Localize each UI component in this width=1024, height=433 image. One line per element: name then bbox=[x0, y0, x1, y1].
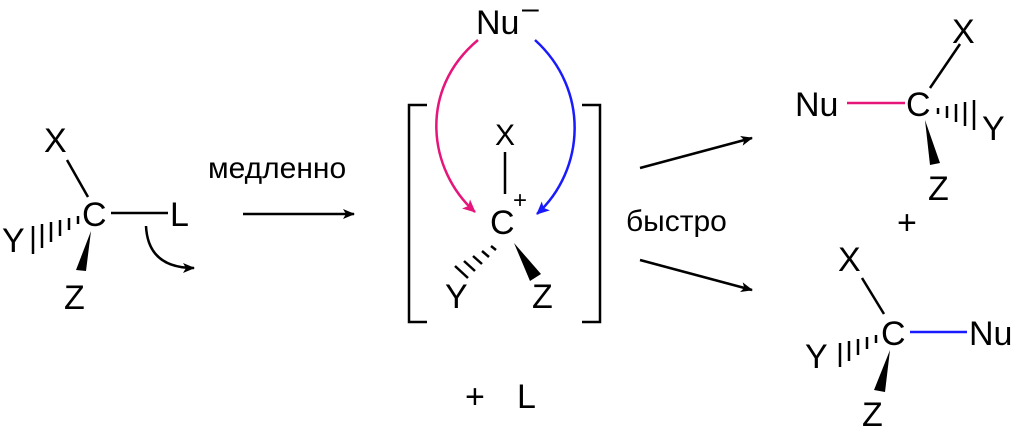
intermediate-wedge-bond-c-z bbox=[514, 243, 541, 281]
product1-c-label: C bbox=[906, 86, 931, 124]
reactant-molecule: X C L Y Z bbox=[2, 122, 195, 317]
reactant-l-label: L bbox=[170, 196, 189, 234]
reactant-z-label: Z bbox=[64, 279, 85, 317]
product2-nu-label: Nu bbox=[969, 315, 1012, 353]
fast-step-arrow-upper bbox=[639, 136, 753, 170]
product1-x-label: X bbox=[952, 13, 975, 51]
product1-wedge-bond-c-z bbox=[925, 120, 940, 165]
product2-y-label: Y bbox=[805, 338, 828, 376]
leaving-group-arrow bbox=[144, 225, 195, 273]
intermediate-x-label: X bbox=[495, 119, 515, 152]
intermediate-hashed-bond-c-y bbox=[454, 245, 497, 279]
intermediate-plus-charge: + bbox=[513, 187, 527, 214]
right-bracket bbox=[582, 103, 602, 324]
blue-attack-arrow bbox=[534, 39, 576, 215]
reactant-wedge-bond-c-z bbox=[76, 231, 91, 271]
product1-z-label: Z bbox=[928, 170, 949, 208]
fast-step-arrow-lower bbox=[639, 258, 753, 292]
reactant-bond-c-x bbox=[65, 159, 90, 198]
product2-x-label: X bbox=[838, 241, 861, 279]
product1-nu-label: Nu bbox=[795, 86, 838, 124]
reactant-x-label: X bbox=[44, 122, 67, 160]
intermediate-z-label: Z bbox=[532, 278, 553, 316]
reactant-c-label: C bbox=[82, 196, 107, 234]
intermediate-c-label: C bbox=[490, 204, 515, 242]
product2-z-label: Z bbox=[862, 396, 883, 433]
product1-bond-c-x bbox=[928, 43, 962, 89]
product2-wedge-bond-c-z bbox=[874, 350, 890, 392]
reactant-hashed-bond-c-y bbox=[31, 216, 80, 254]
product1-hashed-bond-c-y bbox=[936, 100, 976, 130]
product2-bond-c-x bbox=[860, 277, 886, 315]
byproduct-l-label: L bbox=[517, 378, 536, 416]
left-bracket bbox=[407, 103, 427, 324]
product2-hashed-bond-c-y bbox=[838, 335, 878, 367]
nucleophile-label: Nu bbox=[476, 4, 519, 42]
reactant-y-label: Y bbox=[2, 222, 25, 260]
products-plus: + bbox=[897, 204, 917, 242]
intermediate-y-label: Y bbox=[445, 278, 468, 316]
pink-attack-arrow bbox=[435, 39, 479, 213]
product-2-molecule: X C Nu Y Z bbox=[805, 241, 1012, 433]
fast-step-label: быстро bbox=[626, 205, 727, 238]
product-1-molecule: Nu C X Y Z bbox=[795, 13, 1005, 208]
byproduct-plus: + bbox=[465, 378, 485, 416]
slow-step-label: медленно bbox=[208, 152, 346, 185]
nucleophile-charge: – bbox=[522, 0, 539, 25]
product1-y-label: Y bbox=[982, 110, 1005, 148]
product2-c-label: C bbox=[881, 315, 906, 353]
carbocation-intermediate: Nu – X C + Y Z bbox=[407, 0, 602, 324]
